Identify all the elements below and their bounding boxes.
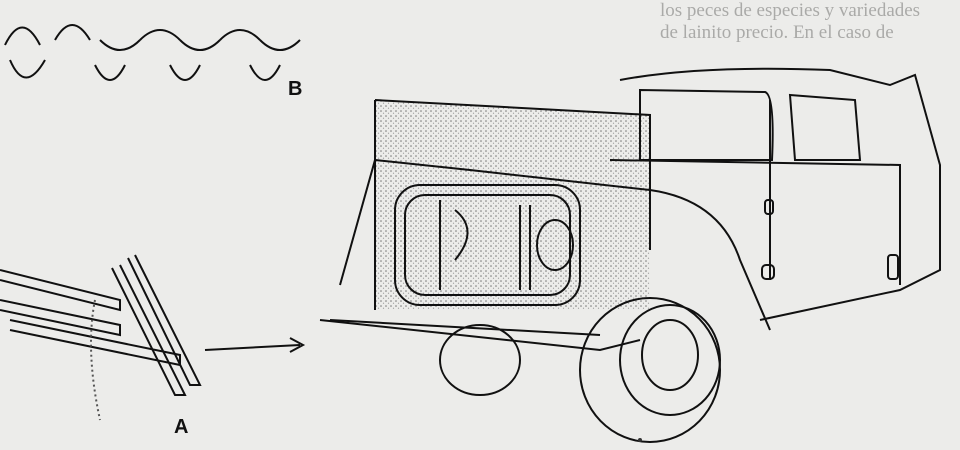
rack-detail-a [0, 254, 306, 421]
bleed-line-1: los peces de especies y variedades [660, 0, 921, 21]
bleed-line-2: de lainito precio. En el caso de [660, 22, 894, 43]
truck-grille [394, 184, 581, 306]
label-b: B [288, 78, 303, 100]
bleed-through-text: los peces de especies y variedades de la… [660, 0, 920, 44]
hook-profiles-b [4, 24, 301, 81]
wheels [439, 297, 721, 443]
net-panel [319, 99, 651, 352]
speck [638, 438, 642, 442]
label-a: A [174, 416, 189, 438]
truck-cab [609, 67, 941, 331]
